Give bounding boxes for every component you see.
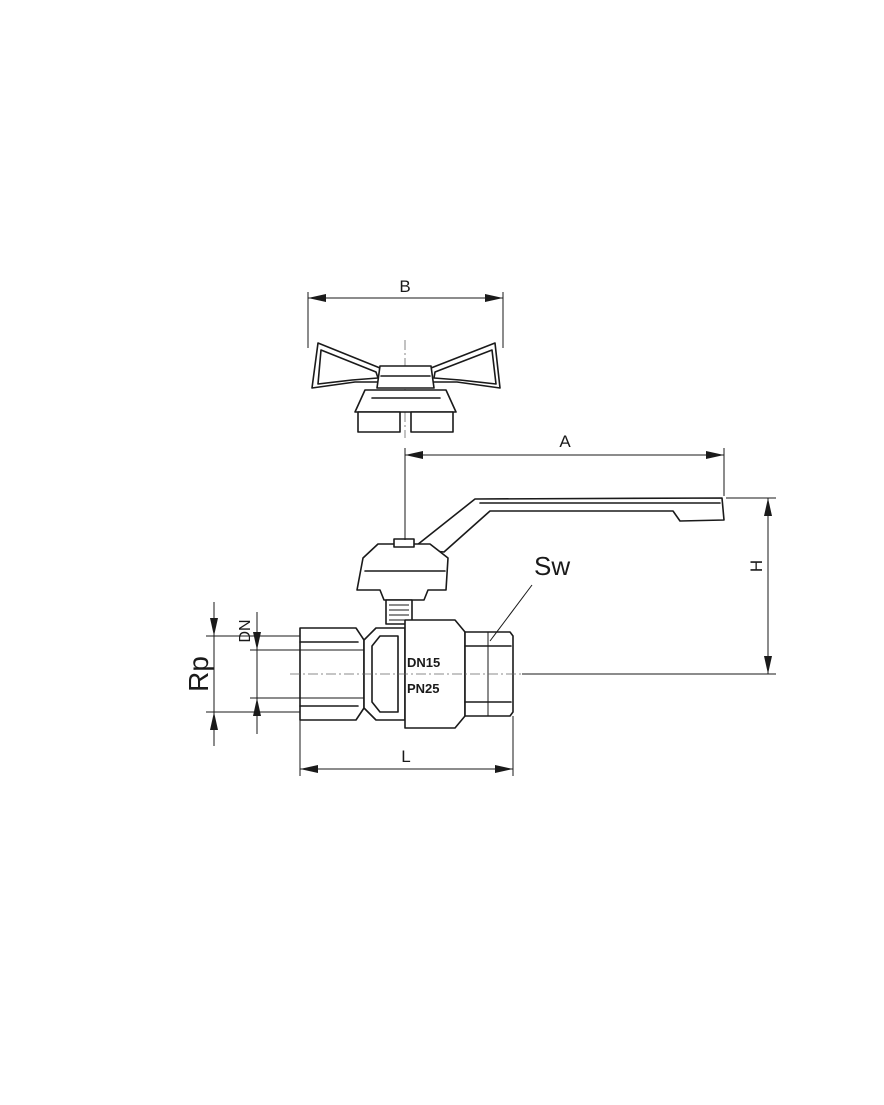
dimension-rp: Rp xyxy=(183,602,300,746)
a-arrow-right xyxy=(706,451,724,459)
dimension-b: B xyxy=(307,277,504,348)
right-wing-inner-edge xyxy=(433,349,497,385)
l-arrow-left xyxy=(300,765,318,773)
butterfly-handle-top-view xyxy=(311,340,501,438)
handle-base xyxy=(354,389,457,413)
neck-inner xyxy=(371,635,399,713)
left-wing-inner-edge xyxy=(317,349,379,385)
dimension-a: A xyxy=(404,432,725,540)
handle-hub xyxy=(376,365,435,389)
dimension-l: L xyxy=(299,716,514,776)
right-foot xyxy=(410,411,454,433)
label-h: H xyxy=(747,560,766,572)
body-marking-pn: PN25 xyxy=(407,681,440,696)
label-a: A xyxy=(559,432,571,451)
right-wing xyxy=(427,342,501,389)
rp-arrow-top xyxy=(210,618,218,636)
b-arrow-right xyxy=(485,294,503,302)
label-l: L xyxy=(401,747,410,766)
b-arrow-left xyxy=(308,294,326,302)
dn-arrow-bottom xyxy=(253,698,261,716)
rp-arrow-bottom xyxy=(210,712,218,730)
dimension-dn: DN xyxy=(237,612,300,734)
l-arrow-right xyxy=(495,765,513,773)
label-b: B xyxy=(399,277,410,296)
lever-handle xyxy=(411,497,725,553)
dimension-h: H xyxy=(522,497,776,675)
nut-top xyxy=(393,538,415,548)
valve-side-view: DN15 PN25 xyxy=(290,452,725,729)
sw-leader-line xyxy=(489,584,533,642)
h-arrow-top xyxy=(764,498,772,516)
h-arrow-bottom xyxy=(764,656,772,674)
dimension-sw: Sw xyxy=(489,551,570,642)
handle-nut xyxy=(356,543,449,601)
left-foot xyxy=(357,411,401,433)
body-marking-dn: DN15 xyxy=(407,655,440,670)
label-sw: Sw xyxy=(534,551,570,581)
dn-arrow-top xyxy=(253,632,261,650)
a-arrow-left xyxy=(405,451,423,459)
label-rp: Rp xyxy=(183,656,214,692)
label-dn: DN xyxy=(237,619,254,642)
